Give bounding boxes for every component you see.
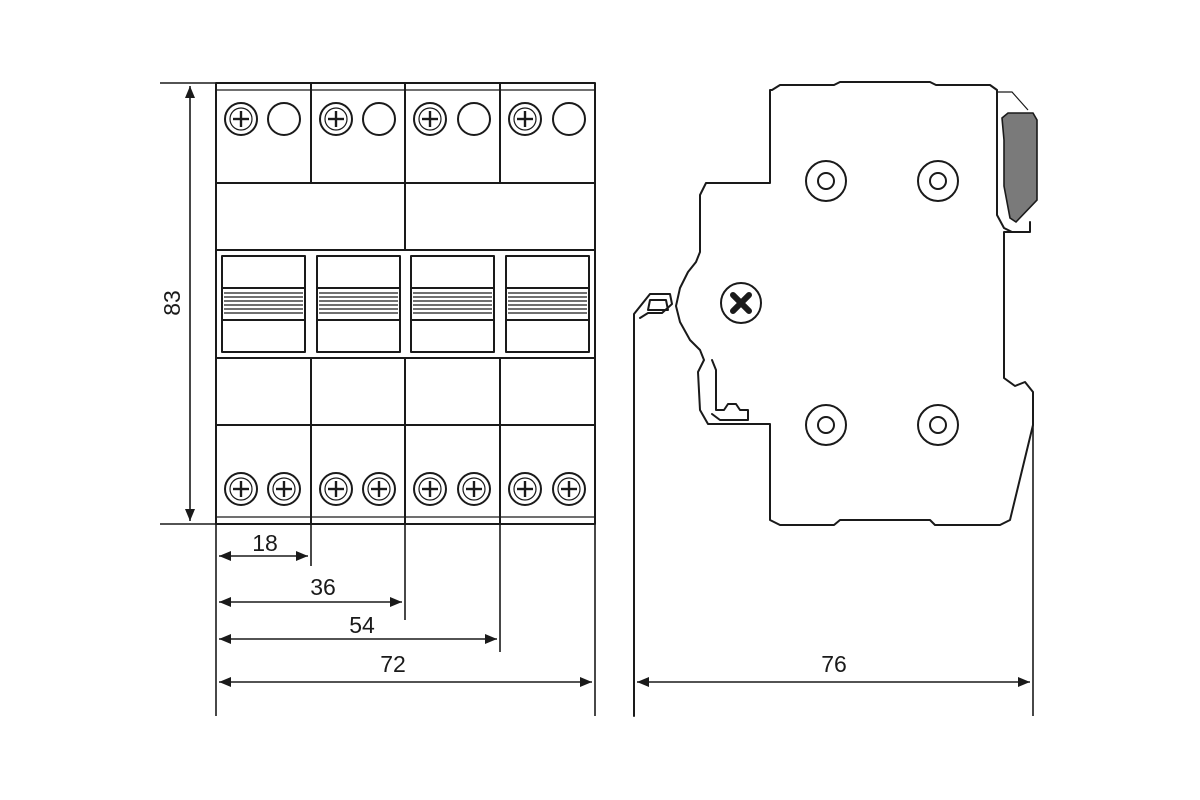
terminal-hole-icon xyxy=(457,102,491,136)
terminal-screw-icon[interactable] xyxy=(319,102,353,136)
rivet-icon xyxy=(917,160,959,202)
cross-screw-icon xyxy=(720,282,762,324)
latch-tab xyxy=(647,299,669,311)
side-body-outline xyxy=(675,81,1034,526)
pole2-label: 36 xyxy=(310,574,336,600)
total-width-label: 72 xyxy=(380,651,406,677)
terminal-screw-icon[interactable] xyxy=(508,102,542,136)
terminal-screw-icon[interactable] xyxy=(319,472,353,506)
pole-handle[interactable] xyxy=(316,255,401,353)
terminal-hole-icon xyxy=(552,102,586,136)
depth-label: 76 xyxy=(821,651,847,677)
dimensions: 83 18 36 54 72 76 xyxy=(159,82,1030,716)
terminal-hole-icon xyxy=(362,102,396,136)
lower-notch xyxy=(711,359,749,421)
terminal-screw-icon[interactable] xyxy=(224,102,258,136)
clip-guide xyxy=(997,91,1029,111)
rivet-icon xyxy=(805,160,847,202)
handle-band xyxy=(215,249,596,359)
pole1-label: 18 xyxy=(252,530,278,556)
pole3-label: 54 xyxy=(349,612,375,638)
terminal-screw-icon[interactable] xyxy=(224,472,258,506)
clip-handle xyxy=(1001,112,1038,224)
side-view xyxy=(633,81,1038,717)
terminal-hole-icon xyxy=(267,102,301,136)
terminal-screw-icon[interactable] xyxy=(413,102,447,136)
terminal-screw-icon[interactable] xyxy=(362,472,396,506)
din-latch xyxy=(633,293,673,717)
bottom-terminal-row xyxy=(215,424,596,525)
lower-body-section xyxy=(310,357,501,426)
pole-handle[interactable] xyxy=(221,255,306,353)
terminal-screw-icon[interactable] xyxy=(267,472,301,506)
pole-handle[interactable] xyxy=(410,255,495,353)
front-view xyxy=(215,82,596,525)
rivet-icon xyxy=(805,404,847,446)
height-label: 83 xyxy=(159,290,185,316)
pole-handle[interactable] xyxy=(505,255,590,353)
top-terminal-row xyxy=(215,82,596,184)
terminal-screw-icon[interactable] xyxy=(457,472,491,506)
terminal-screw-icon[interactable] xyxy=(508,472,542,506)
rivet-icon xyxy=(917,404,959,446)
terminal-screw-icon[interactable] xyxy=(413,472,447,506)
terminal-screw-icon[interactable] xyxy=(552,472,586,506)
